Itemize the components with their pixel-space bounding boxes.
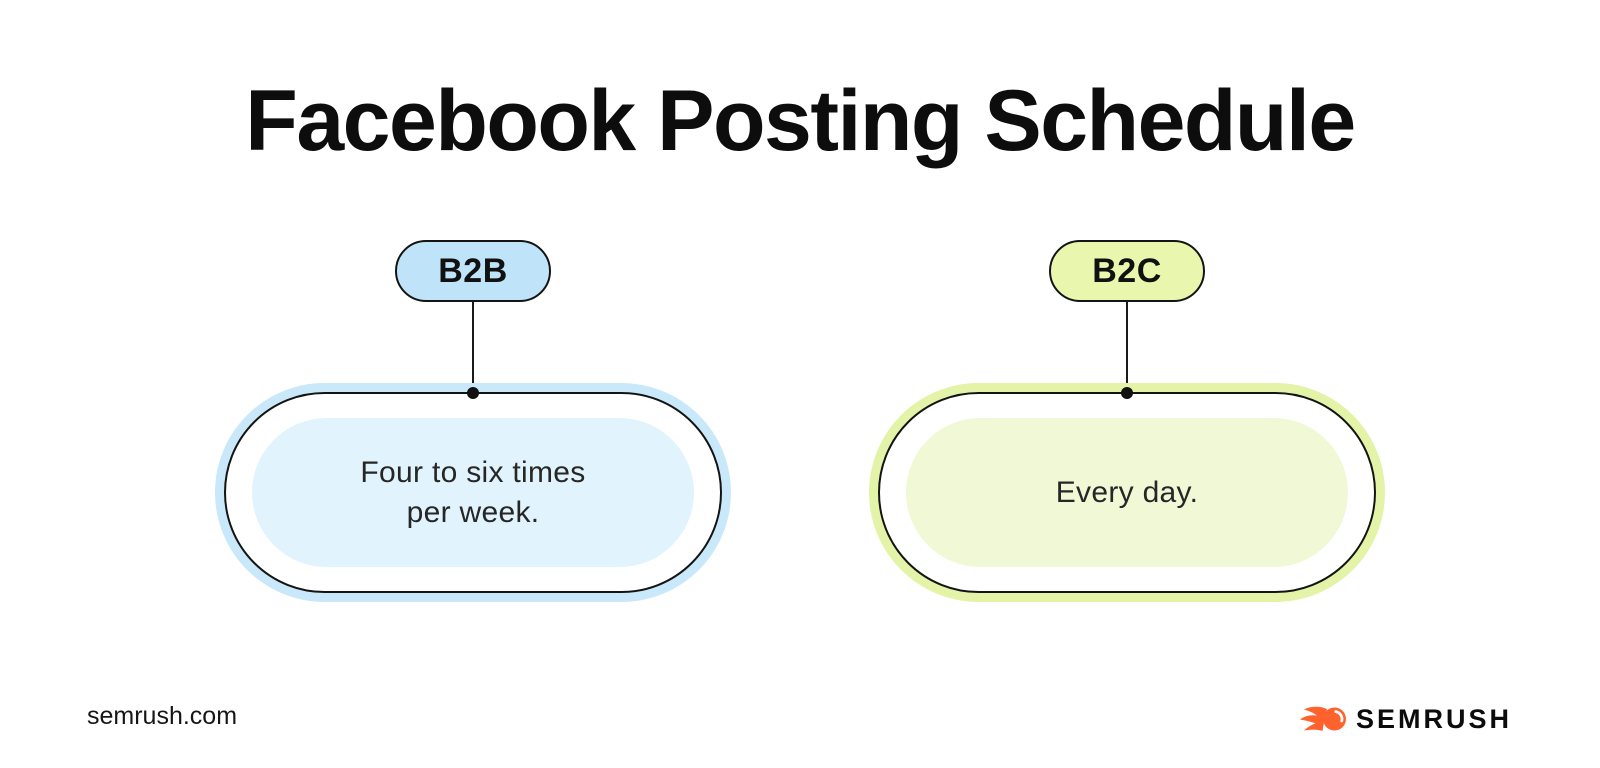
b2c-pill-label: B2C — [1092, 251, 1162, 290]
b2b-connector-line — [472, 302, 474, 392]
b2c-capsule: Every day. — [878, 387, 1376, 593]
b2b-pill: B2B — [395, 240, 551, 302]
semrush-wordmark: SEMRUSH — [1355, 703, 1512, 734]
b2c-pill: B2C — [1049, 240, 1205, 302]
b2c-schedule-text: Every day. — [1056, 473, 1199, 513]
b2c-connector-line — [1126, 302, 1128, 392]
page-title: Facebook Posting Schedule — [245, 73, 1356, 169]
b2b-column: B2B Four to six times per week. — [216, 240, 730, 593]
b2b-pill-label: B2B — [438, 251, 508, 290]
b2c-column: B2C Every day. — [870, 240, 1384, 593]
b2b-connector-dot — [467, 387, 479, 399]
b2b-schedule-text: Four to six times per week. — [360, 453, 585, 533]
source-url: semrush.com — [87, 702, 238, 730]
b2c-schedule-line-1: Every day. — [1055, 475, 1199, 509]
semrush-flame-icon — [1299, 706, 1346, 731]
b2b-capsule-fill: Four to six times per week. — [252, 418, 694, 567]
b2b-schedule-line-1: Four to six times — [360, 455, 586, 489]
b2c-capsule-fill: Every day. — [906, 418, 1348, 567]
b2b-schedule-line-2: per week. — [406, 495, 540, 529]
semrush-logo: SEMRUSH — [1299, 703, 1512, 735]
b2b-capsule: Four to six times per week. — [224, 387, 722, 593]
b2c-connector-dot — [1121, 387, 1133, 399]
